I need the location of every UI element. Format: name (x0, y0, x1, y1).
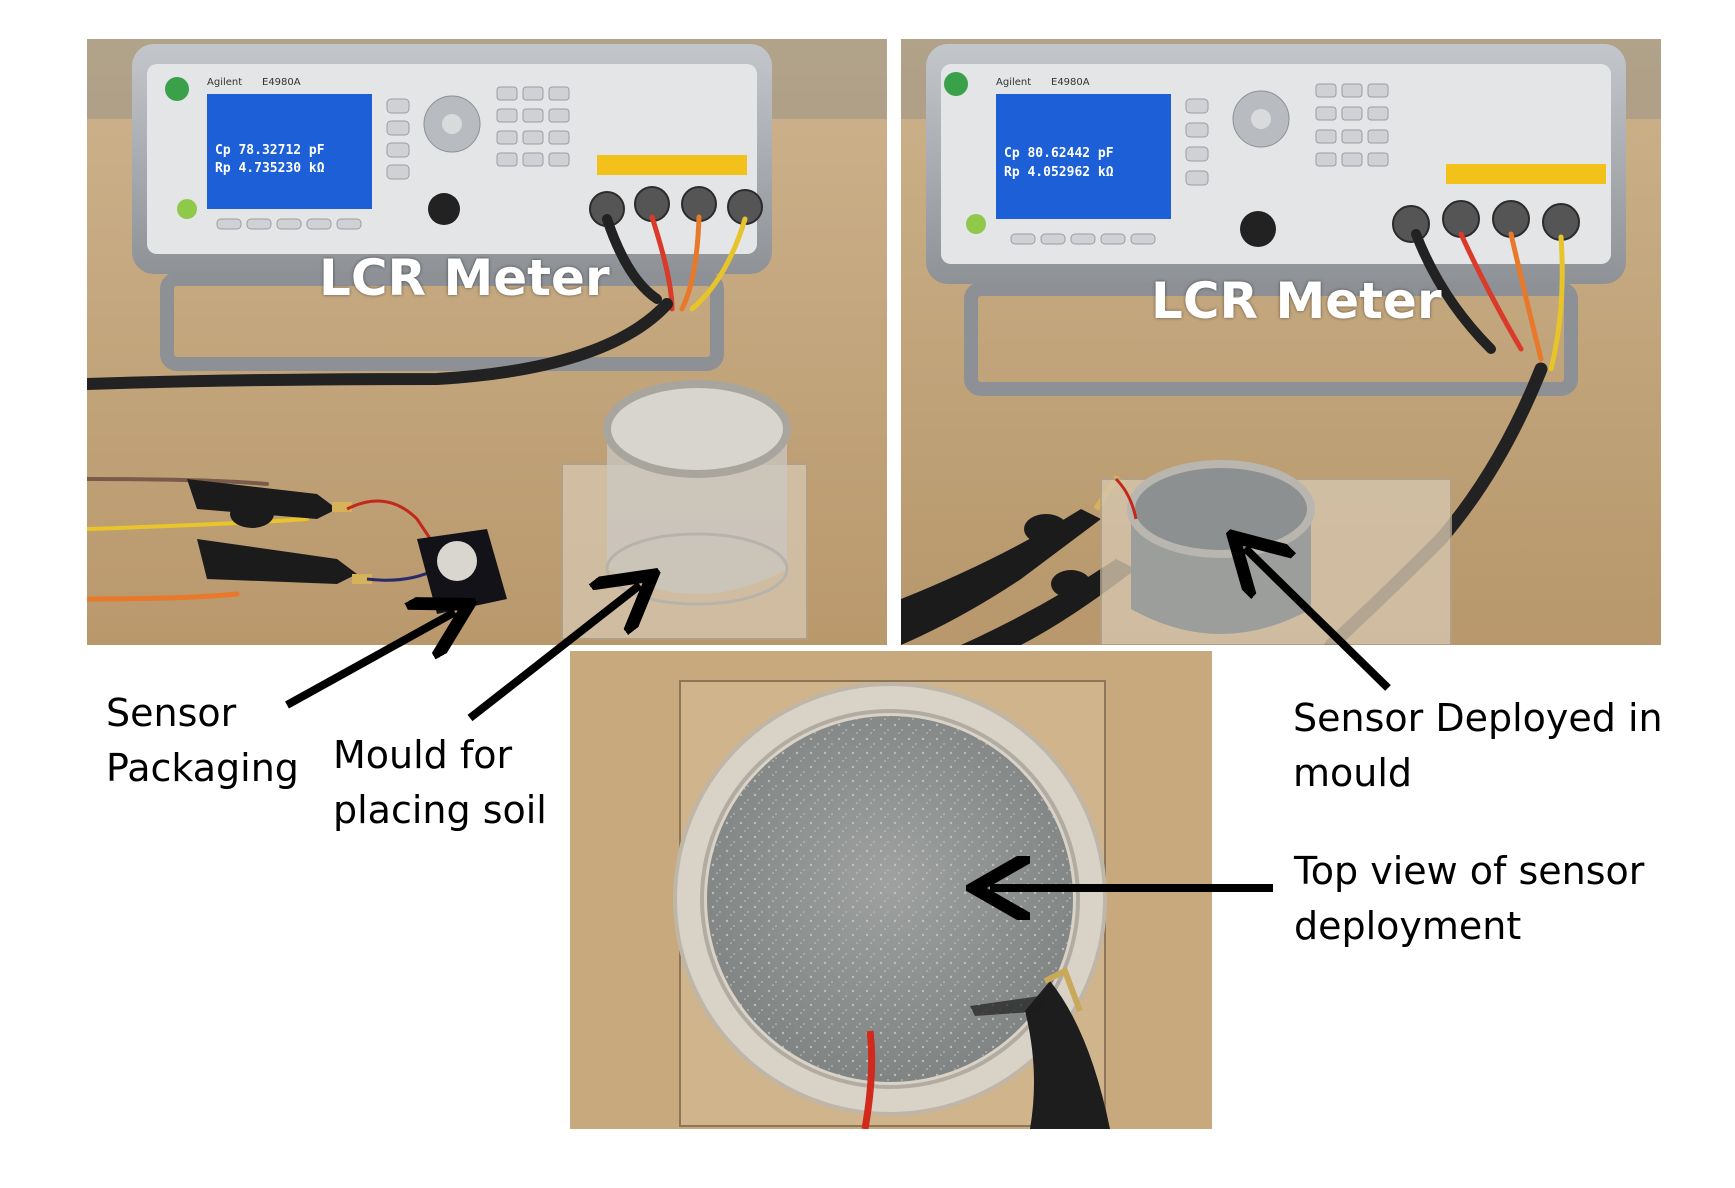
reading-cp: Cp 80.62442 pF (1004, 146, 1114, 161)
meter-label-right: LCR Meter (1151, 272, 1442, 330)
photo-top-view-deployment (570, 651, 1212, 1129)
lcr-meter-device: Cp 78.32712 pF Rp 4.735230 kΩ Agilent E4… (132, 44, 772, 371)
caption-sensor-deployed: Sensor Deployed in mould (1293, 696, 1663, 795)
mould-with-soil-object (1100, 460, 1452, 645)
caption-mould: Mould for placing soil (333, 733, 547, 832)
reading-cp: Cp 78.32712 pF (215, 143, 325, 158)
reading-rp: Rp 4.052962 kΩ (1004, 165, 1114, 180)
meter-lcd-screen (996, 94, 1171, 219)
photo-meter-with-empty-mould: Cp 78.32712 pF Rp 4.735230 kΩ Agilent E4… (87, 39, 887, 645)
reading-rp: Rp 4.735230 kΩ (215, 161, 325, 176)
meter-model: E4980A (1051, 77, 1090, 88)
meter-brand: Agilent (207, 77, 242, 88)
meter-brand: Agilent (996, 77, 1031, 88)
lcr-meter-device: Cp 80.62442 pF Rp 4.052962 kΩ Agilent E4… (926, 44, 1626, 396)
caption-sensor-packaging: Sensor Packaging (106, 691, 299, 790)
caption-top-view: Top view of sensor deployment (1294, 849, 1645, 948)
photo-meter-with-sensor-in-mould: Cp 80.62442 pF Rp 4.052962 kΩ Agilent E4… (901, 39, 1661, 645)
meter-label-left: LCR Meter (319, 249, 610, 307)
meter-lcd-screen (207, 94, 372, 209)
meter-model: E4980A (262, 77, 301, 88)
